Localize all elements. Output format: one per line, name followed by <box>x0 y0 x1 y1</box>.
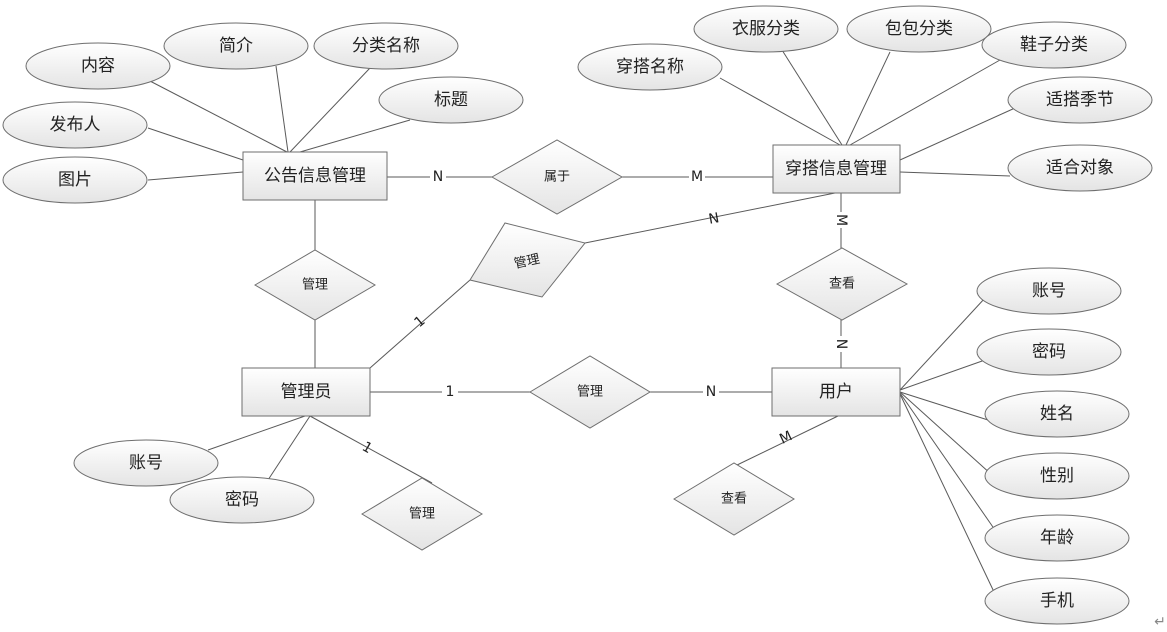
cardinality-outfit-belongs: M <box>691 169 703 185</box>
attribute-outfit-name: 穿搭名称 <box>577 43 723 91</box>
relation-admin-outfit: 管理 <box>469 222 586 298</box>
svg-text:分类名称: 分类名称 <box>352 36 420 56</box>
attribute-user-name: 姓名 <box>984 390 1130 438</box>
svg-text:适搭季节: 适搭季节 <box>1046 90 1114 110</box>
entity-admin: 管理员 <box>241 367 371 417</box>
attribute-outfit-target: 适合对象 <box>1007 144 1153 192</box>
cardinality-admin-outfit-outfit: N <box>707 210 720 228</box>
cardinality-admin-self: 1 <box>359 439 375 457</box>
relation-admin-self: 管理 <box>361 477 483 551</box>
cardinality-outfit-view: M <box>833 214 849 226</box>
svg-text:账号: 账号 <box>129 453 163 473</box>
attribute-admin-password: 密码 <box>169 476 315 524</box>
svg-text:性别: 性别 <box>1040 466 1074 486</box>
svg-text:鞋子分类: 鞋子分类 <box>1020 35 1088 55</box>
attribute-outfit-bag: 包包分类 <box>846 5 992 53</box>
attribute-outfit-season: 适搭季节 <box>1007 76 1153 124</box>
svg-text:包包分类: 包包分类 <box>885 19 953 39</box>
svg-text:内容: 内容 <box>81 56 115 76</box>
entity-notice-label: 公告信息管理 <box>264 166 366 186</box>
cardinality-admin-user-user: N <box>706 384 716 400</box>
relation-outfit-user: 查看 <box>775 247 909 321</box>
relation-outfit-user-label: 查看 <box>829 276 855 292</box>
attribute-notice-content: 内容 <box>25 42 171 90</box>
entity-outfit: 穿搭信息管理 <box>772 144 901 194</box>
svg-text:手机: 手机 <box>1040 591 1074 611</box>
attribute-outfit-shoes: 鞋子分类 <box>981 21 1127 69</box>
relation-notice-admin: 管理 <box>254 249 376 321</box>
cardinality-admin-user-admin: 1 <box>446 384 455 400</box>
entity-admin-label: 管理员 <box>281 382 332 402</box>
relation-user-self-label: 查看 <box>721 491 747 507</box>
cardinality-user-self: M <box>777 428 795 448</box>
attribute-user-phone: 手机 <box>984 577 1130 625</box>
attribute-notice-image: 图片 <box>2 156 148 204</box>
svg-text:标题: 标题 <box>434 90 468 110</box>
relation-notice-admin-label: 管理 <box>302 278 328 293</box>
svg-text:密码: 密码 <box>1032 342 1066 362</box>
svg-text:密码: 密码 <box>225 490 259 510</box>
relation-admin-user-label: 管理 <box>577 385 603 400</box>
attribute-notice-title: 标题 <box>378 76 524 124</box>
relation-admin-outfit-label: 管理 <box>513 252 542 272</box>
svg-text:图片: 图片 <box>58 170 92 190</box>
attribute-notice-intro: 简介 <box>163 22 309 70</box>
attribute-outfit-clothes: 衣服分类 <box>693 5 839 53</box>
entity-notice: 公告信息管理 <box>242 151 388 201</box>
svg-text:年龄: 年龄 <box>1040 528 1074 548</box>
svg-text:发布人: 发布人 <box>50 115 101 135</box>
svg-text:姓名: 姓名 <box>1040 404 1074 424</box>
attribute-notice-publisher: 发布人 <box>2 101 148 149</box>
attribute-user-password: 密码 <box>976 328 1122 376</box>
relation-admin-user: 管理 <box>529 355 651 429</box>
entity-user-label: 用户 <box>819 382 853 402</box>
cardinality-admin-outfit-admin: 1 <box>411 313 428 331</box>
svg-text:衣服分类: 衣服分类 <box>732 19 800 39</box>
entity-outfit-label: 穿搭信息管理 <box>785 159 887 179</box>
attribute-user-age: 年龄 <box>984 514 1130 562</box>
svg-text:账号: 账号 <box>1032 281 1066 301</box>
attribute-admin-account: 账号 <box>73 439 219 487</box>
attribute-notice-category: 分类名称 <box>313 22 459 70</box>
relation-belongs-label: 属于 <box>544 170 570 185</box>
cardinality-labels: N M 1 N M N 1 N 1 M <box>359 168 849 457</box>
cardinality-user-view: N <box>833 339 849 349</box>
attribute-user-account: 账号 <box>976 267 1122 315</box>
return-arrow-icon: ↵ <box>1154 614 1166 630</box>
relation-belongs: 属于 <box>490 139 624 215</box>
connector-lines <box>147 49 1016 595</box>
relation-admin-self-label: 管理 <box>409 507 435 522</box>
svg-text:适合对象: 适合对象 <box>1046 158 1114 178</box>
attribute-user-gender: 性别 <box>984 452 1130 500</box>
relation-user-self: 查看 <box>673 462 795 536</box>
entity-user: 用户 <box>771 367 901 417</box>
cardinality-notice-belongs: N <box>433 169 443 185</box>
svg-text:简介: 简介 <box>219 36 253 56</box>
svg-text:穿搭名称: 穿搭名称 <box>616 57 684 77</box>
